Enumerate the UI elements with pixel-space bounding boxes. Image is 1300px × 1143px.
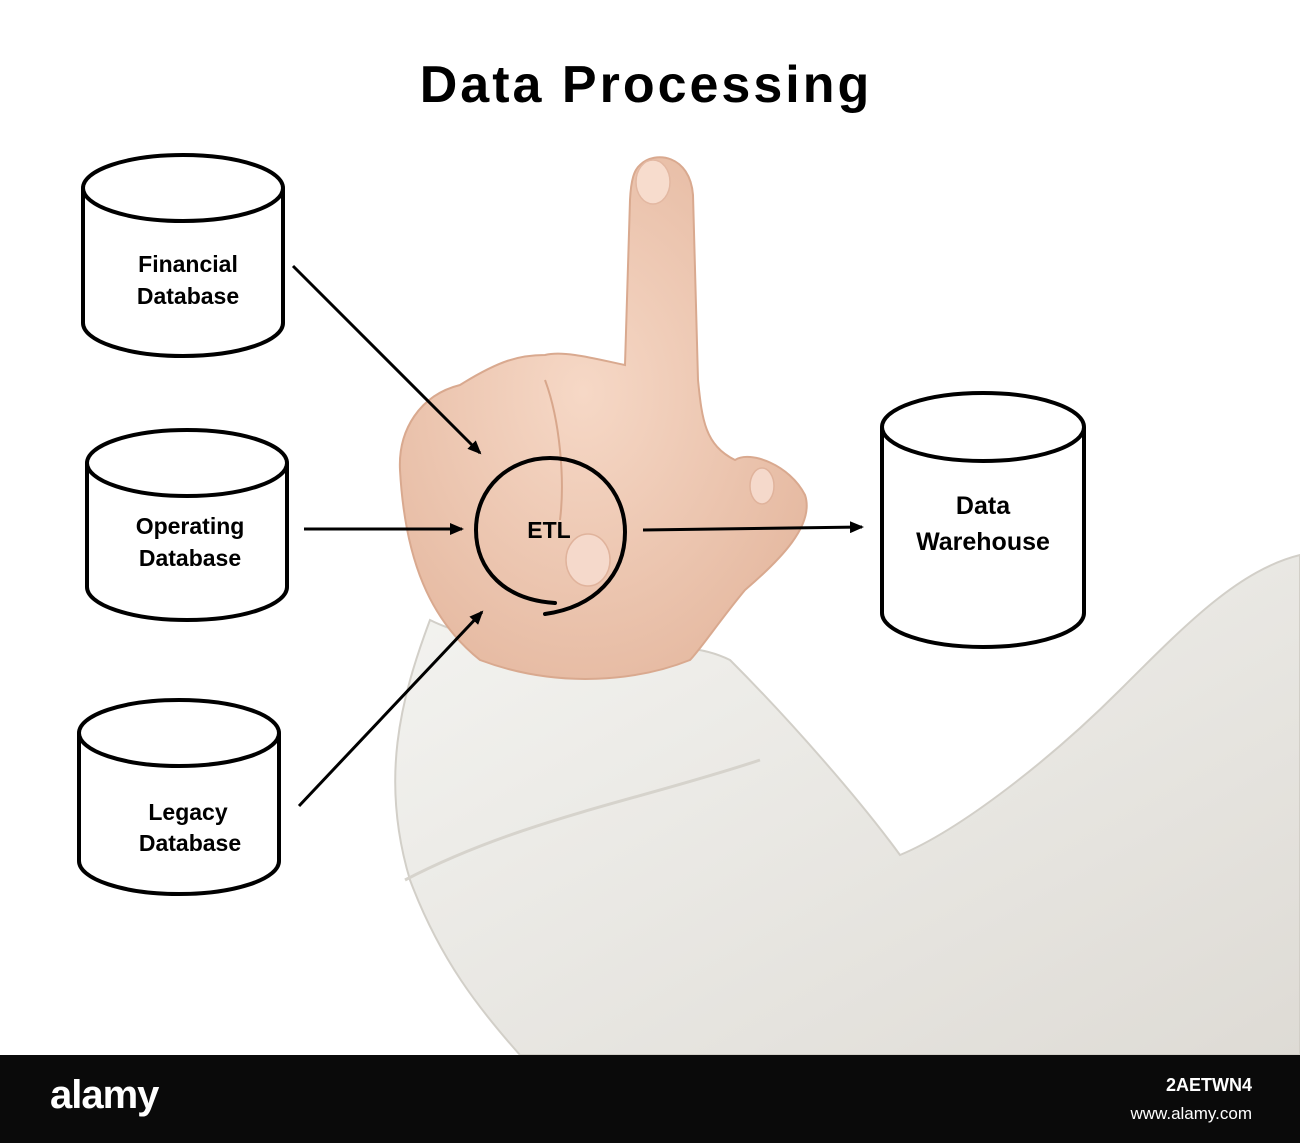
thumb-tip-nail: [749, 467, 775, 505]
image-id: 2AETWN4: [1165, 1075, 1252, 1095]
alamy-logo: alamy: [50, 1073, 159, 1117]
operating-database-label-line2: Database: [139, 545, 241, 571]
operating-database-label-line1: Operating: [136, 513, 245, 539]
arrow-etl-to-warehouse: [642, 521, 864, 534]
data-warehouse-label-line2: Warehouse: [916, 528, 1050, 556]
cylinder-top: [81, 153, 285, 223]
finger-crease: [544, 379, 563, 521]
cuff-edge: [404, 758, 761, 882]
etl-circle: [473, 455, 628, 616]
arrow-legacy-to-etl: [297, 610, 484, 808]
database-cylinder-financial: [81, 153, 285, 358]
etl-label: ETL: [527, 517, 570, 543]
cylinder-top: [85, 428, 289, 498]
arrow-financial-to-etl: [291, 264, 482, 455]
cylinder-top: [77, 698, 281, 768]
legacy-database-label-line1: Legacy: [148, 799, 227, 825]
fingernail: [635, 159, 671, 205]
financial-database-label-line1: Financial: [138, 251, 238, 277]
database-cylinder-legacy: [77, 698, 281, 896]
cylinder-body: [880, 427, 1086, 649]
data-warehouse-label-line1: Data: [956, 492, 1011, 520]
cylinder-body: [85, 463, 289, 622]
data-warehouse-cylinder: [880, 391, 1086, 649]
cylinder-top: [880, 391, 1086, 463]
cylinder-body: [81, 188, 285, 358]
stock-photo-footer: alamy 2AETWN4 www.alamy.com: [0, 1055, 1300, 1143]
diagram-title: Data Processing: [420, 56, 873, 114]
pointing-hand-photo: [394, 156, 1300, 1056]
legacy-database-label-line2: Database: [139, 830, 241, 856]
site-url: www.alamy.com: [1130, 1104, 1252, 1123]
database-cylinder-operating: [85, 428, 289, 622]
cylinder-body: [77, 733, 281, 896]
thumbnail: [565, 533, 611, 587]
financial-database-label-line2: Database: [137, 283, 239, 309]
hand: [398, 156, 808, 680]
